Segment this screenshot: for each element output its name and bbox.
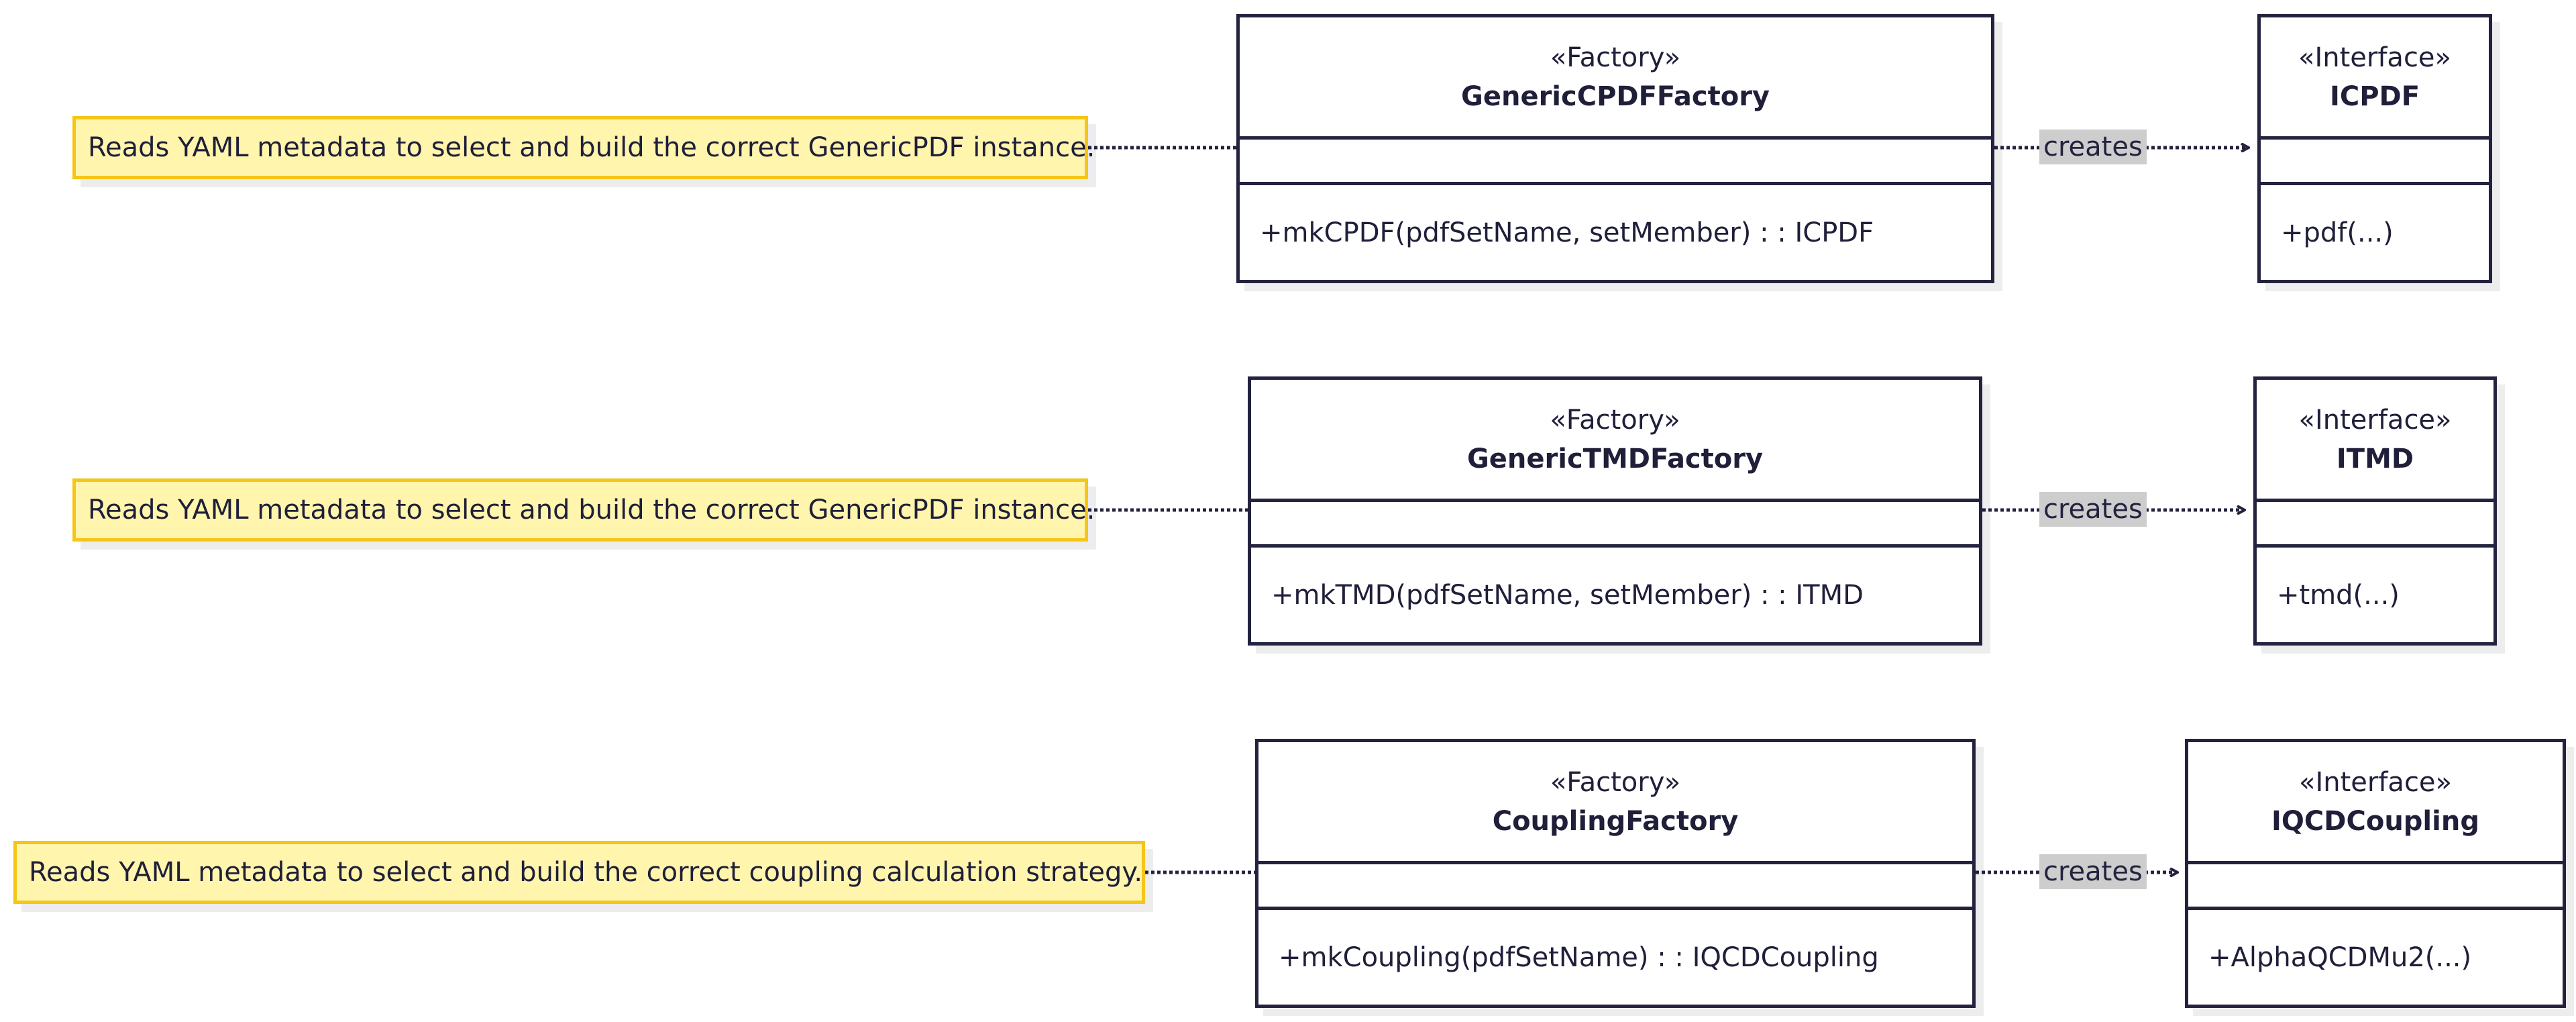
- factory-class-3[interactable]: «Factory» CouplingFactory +mkCoupling(pd…: [1255, 739, 1976, 1008]
- class-name: IQCDCoupling: [2271, 805, 2479, 837]
- note-3: Reads YAML metadata to select and build …: [13, 841, 1145, 904]
- stereotype-label: «Interface»: [2298, 404, 2452, 436]
- edge-label-creates-3: creates: [2039, 854, 2147, 889]
- attributes-compartment: [1240, 140, 1991, 185]
- methods-compartment: +mkCoupling(pdfSetName) : : IQCDCoupling: [1258, 910, 1972, 1005]
- class-name: CouplingFactory: [1492, 805, 1739, 837]
- stereotype-label: «Factory»: [1550, 404, 1680, 436]
- factory-class-1[interactable]: «Factory» GenericCPDFFactory +mkCPDF(pdf…: [1236, 14, 1994, 283]
- interface-class-2[interactable]: «Interface» ITMD +tmd(...): [2253, 376, 2497, 646]
- methods-compartment: +tmd(...): [2257, 548, 2493, 642]
- factory-class-2-header: «Factory» GenericTMDFactory: [1251, 380, 1979, 502]
- method-signature: +AlphaQCDMu2(...): [2208, 941, 2472, 973]
- attributes-compartment: [2188, 864, 2563, 910]
- methods-compartment: +mkTMD(pdfSetName, setMember) : : ITMD: [1251, 548, 1979, 642]
- attributes-compartment: [1251, 502, 1979, 548]
- edge-label-creates-1: creates: [2039, 130, 2147, 164]
- methods-compartment: +pdf(...): [2261, 185, 2489, 280]
- note-3-text: Reads YAML metadata to select and build …: [29, 857, 1143, 888]
- note-1: Reads YAML metadata to select and build …: [72, 116, 1095, 179]
- class-name: GenericCPDFFactory: [1461, 81, 1770, 112]
- interface-class-1-header: «Interface» ICPDF: [2261, 17, 2489, 140]
- stereotype-label: «Interface»: [2298, 42, 2452, 73]
- stereotype-label: «Factory»: [1550, 42, 1681, 73]
- stereotype-label: «Factory»: [1550, 766, 1681, 798]
- methods-compartment: +AlphaQCDMu2(...): [2188, 910, 2563, 1005]
- method-signature: +tmd(...): [2277, 579, 2400, 611]
- factory-class-3-header: «Factory» CouplingFactory: [1258, 742, 1972, 864]
- class-name: ITMD: [2336, 443, 2414, 474]
- note-2-text: Reads YAML metadata to select and build …: [88, 495, 1095, 525]
- interface-class-3[interactable]: «Interface» IQCDCoupling +AlphaQCDMu2(..…: [2185, 739, 2566, 1008]
- class-name: GenericTMDFactory: [1466, 443, 1764, 474]
- attributes-compartment: [1258, 864, 1972, 910]
- attributes-compartment: [2257, 502, 2493, 548]
- note-1-text: Reads YAML metadata to select and build …: [88, 132, 1095, 163]
- edge-label-creates-2: creates: [2039, 492, 2147, 527]
- factory-class-2[interactable]: «Factory» GenericTMDFactory +mkTMD(pdfSe…: [1248, 376, 1982, 646]
- method-signature: +mkCPDF(pdfSetName, setMember) : : ICPDF: [1260, 217, 1874, 248]
- method-signature: +pdf(...): [2281, 217, 2394, 248]
- stereotype-label: «Interface»: [2298, 766, 2453, 798]
- interface-class-2-header: «Interface» ITMD: [2257, 380, 2493, 502]
- attributes-compartment: [2261, 140, 2489, 185]
- factory-class-1-header: «Factory» GenericCPDFFactory: [1240, 17, 1991, 140]
- note-2: Reads YAML metadata to select and build …: [72, 478, 1095, 542]
- class-name: ICPDF: [2329, 81, 2420, 112]
- method-signature: +mkCoupling(pdfSetName) : : IQCDCoupling: [1279, 941, 1879, 973]
- interface-class-3-header: «Interface» IQCDCoupling: [2188, 742, 2563, 864]
- method-signature: +mkTMD(pdfSetName, setMember) : : ITMD: [1271, 579, 1864, 611]
- methods-compartment: +mkCPDF(pdfSetName, setMember) : : ICPDF: [1240, 185, 1991, 280]
- interface-class-1[interactable]: «Interface» ICPDF +pdf(...): [2257, 14, 2492, 283]
